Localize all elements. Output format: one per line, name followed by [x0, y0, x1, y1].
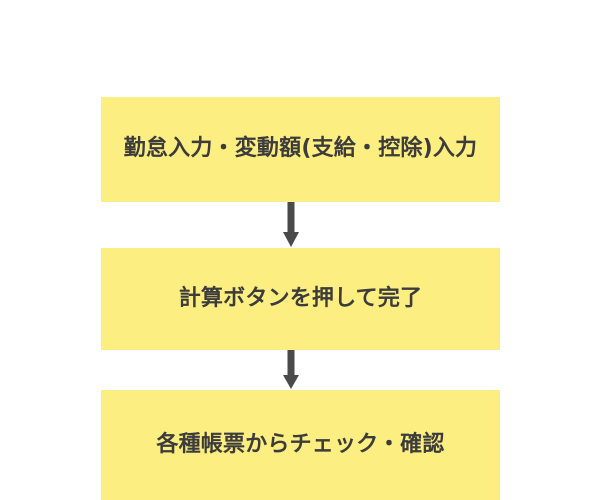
flow-arrow-2 — [282, 350, 300, 390]
flow-step-3-label: 各種帳票からチェック・確認 — [156, 431, 445, 457]
arrow-down-icon — [283, 202, 299, 247]
flow-arrow-1 — [282, 202, 300, 248]
arrow-down-icon — [283, 350, 299, 389]
flow-step-2[interactable]: 計算ボタンを押して完了 — [101, 248, 500, 350]
flow-step-1[interactable]: 勤怠入力・変動額(支給・控除)入力 — [101, 97, 500, 202]
flow-step-2-label: 計算ボタンを押して完了 — [178, 285, 423, 311]
flow-step-1-label: 勤怠入力・変動額(支給・控除)入力 — [123, 136, 478, 162]
flow-step-3[interactable]: 各種帳票からチェック・確認 — [101, 390, 500, 500]
